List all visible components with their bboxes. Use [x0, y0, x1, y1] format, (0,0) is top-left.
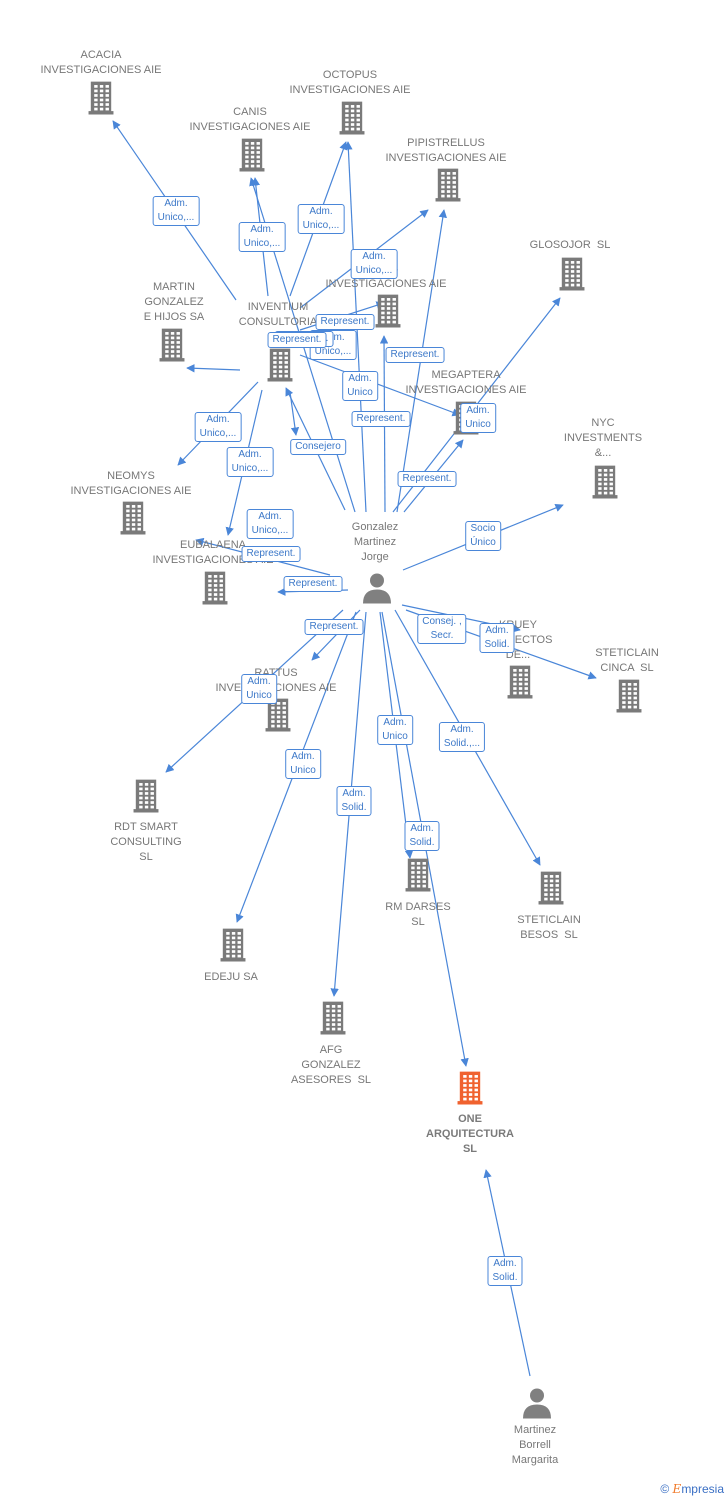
node-label-neomys[interactable]: NEOMYS INVESTIGACIONES AIE: [70, 470, 192, 497]
edge-inventium-to-martin: [186, 364, 241, 373]
edge-label-gonzalez-to-megaptera[interactable]: Represent.: [397, 471, 457, 487]
brand-name: mpresia: [681, 1482, 724, 1496]
edge-label-gonzalez-to-one[interactable]: Adm. Solid.: [404, 821, 440, 851]
node-label-megaptera[interactable]: MEGAPTERA INVESTIGACIONES AIE: [405, 369, 527, 396]
node-label-pipistrellus[interactable]: PIPISTRELLUS INVESTIGACIONES AIE: [385, 137, 507, 164]
person-icon[interactable]: [361, 572, 393, 609]
edge-label-inventium-to-acacia[interactable]: Adm. Unico,...: [152, 196, 200, 226]
node-label-gonzalez[interactable]: Gonzalez Martinez Jorge: [351, 521, 399, 563]
edge-label-gonzalez-to-eubalaena[interactable]: Represent.: [241, 546, 301, 562]
copyright-symbol: ©: [660, 1482, 670, 1496]
edge-label-gonzalez-to-us_inv[interactable]: Represent.: [351, 411, 411, 427]
building-icon[interactable]: [261, 698, 295, 737]
footer-brand: © Empresia: [660, 1482, 724, 1496]
edge-label-gonzalez-to-steticlain_cinca[interactable]: Adm. Solid.: [479, 623, 515, 653]
edge-label-inventium-to-martin[interactable]: Adm. Unico,...: [194, 412, 242, 442]
edge-label-inventium-to-eubalaena[interactable]: Adm. Unico,...: [246, 509, 294, 539]
person-icon[interactable]: [521, 1387, 553, 1424]
edge-label-martinez-to-one[interactable]: Adm. Solid.: [487, 1256, 523, 1286]
brand-initial: E: [672, 1482, 682, 1496]
building-icon[interactable]: [401, 858, 435, 897]
edge-label-gonzalez-to-steticlain_besos[interactable]: Adm. Solid.,...: [438, 722, 486, 752]
edge-label-gonzalez-to-rattus[interactable]: Represent.: [283, 576, 343, 592]
node-label-glosojor[interactable]: GLOSOJOR SL: [529, 239, 611, 251]
edge-label-gonzalez-to-pipistrellus[interactable]: Represent.: [385, 347, 445, 363]
edge-label-inventium-to-megaptera[interactable]: Adm. Unico: [342, 371, 378, 401]
building-icon[interactable]: [316, 1001, 350, 1040]
node-label-rdt[interactable]: RDT SMART CONSULTING SL: [110, 821, 182, 863]
node-label-nyc[interactable]: NYC INVESTMENTS &...: [563, 417, 643, 459]
node-label-acacia[interactable]: ACACIA INVESTIGACIONES AIE: [40, 49, 162, 76]
edge-gonzalez-to-neomys: [311, 609, 361, 661]
edge-label-inventium-to-rattus[interactable]: Consejero: [290, 439, 346, 455]
node-label-edeju[interactable]: EDEJU SA: [204, 971, 258, 983]
edge-label-gonzalez-to-neomys[interactable]: Represent.: [304, 619, 364, 635]
node-label-steticlain_besos[interactable]: STETICLAIN BESOS SL: [517, 914, 581, 941]
node-label-octopus[interactable]: OCTOPUS INVESTIGACIONES AIE: [289, 69, 411, 96]
building-icon[interactable]: [198, 571, 232, 610]
building-icon[interactable]: [555, 257, 589, 296]
building-icon[interactable]: [155, 328, 189, 367]
edge-label-gonzalez-to-afg[interactable]: Adm. Solid.: [336, 786, 372, 816]
edge-label-gonzalez-to-nyc[interactable]: Socio Único: [465, 521, 501, 551]
node-label-steticlain_cinca[interactable]: STETICLAIN CINCA SL: [595, 647, 659, 674]
edge-label-gonzalez-to-glosojor[interactable]: Adm. Unico: [460, 403, 496, 433]
building-icon[interactable]: [612, 679, 646, 718]
building-icon[interactable]: [371, 294, 405, 333]
edge-inventium-to-megaptera: [299, 354, 461, 417]
node-label-one[interactable]: ONE ARQUITECTURA SL: [426, 1113, 514, 1155]
edge-label-gonzalez-to-kruey[interactable]: Consej. , Secr.: [417, 614, 467, 644]
building-icon[interactable]: [534, 871, 568, 910]
building-icon[interactable]: [129, 779, 163, 818]
node-label-canis[interactable]: CANIS INVESTIGACIONES AIE: [189, 106, 311, 133]
edge-label-gonzalez-to-rdt[interactable]: Adm. Unico: [241, 674, 277, 704]
building-icon[interactable]: [431, 168, 465, 207]
edge-label-inventium-to-canis[interactable]: Adm. Unico,...: [238, 222, 286, 252]
building-icon[interactable]: [503, 665, 537, 704]
edge-label-gonzalez-to-edeju[interactable]: Adm. Unico: [285, 749, 321, 779]
edge-label-gonzalez-to-canis[interactable]: Represent.: [315, 314, 375, 330]
focus-building-icon[interactable]: [453, 1071, 487, 1110]
node-label-martinez[interactable]: Martinez Borrell Margarita: [511, 1424, 559, 1466]
building-icon[interactable]: [116, 501, 150, 540]
building-icon[interactable]: [263, 348, 297, 387]
building-icon[interactable]: [235, 138, 269, 177]
edge-label-inventium-to-octopus[interactable]: Adm. Unico,...: [297, 204, 345, 234]
node-label-rm_darses[interactable]: RM DARSES SL: [385, 901, 451, 928]
node-label-martin[interactable]: MARTIN GONZALEZ E HIJOS SA: [143, 281, 205, 323]
node-label-afg[interactable]: AFG GONZALEZ ASESORES SL: [290, 1044, 372, 1086]
edge-label-inventium-to-neomys[interactable]: Adm. Unico,...: [226, 447, 274, 477]
building-icon[interactable]: [84, 81, 118, 120]
building-icon[interactable]: [335, 101, 369, 140]
edge-label-inventium-to-pipistrellus[interactable]: Adm. Unico,...: [350, 249, 398, 279]
building-icon[interactable]: [216, 928, 250, 967]
building-icon[interactable]: [588, 465, 622, 504]
edge-label-gonzalez-to-rm_darses[interactable]: Adm. Unico: [377, 715, 413, 745]
edge-label-gonzalez-to-inventium[interactable]: Represent.: [267, 332, 327, 348]
